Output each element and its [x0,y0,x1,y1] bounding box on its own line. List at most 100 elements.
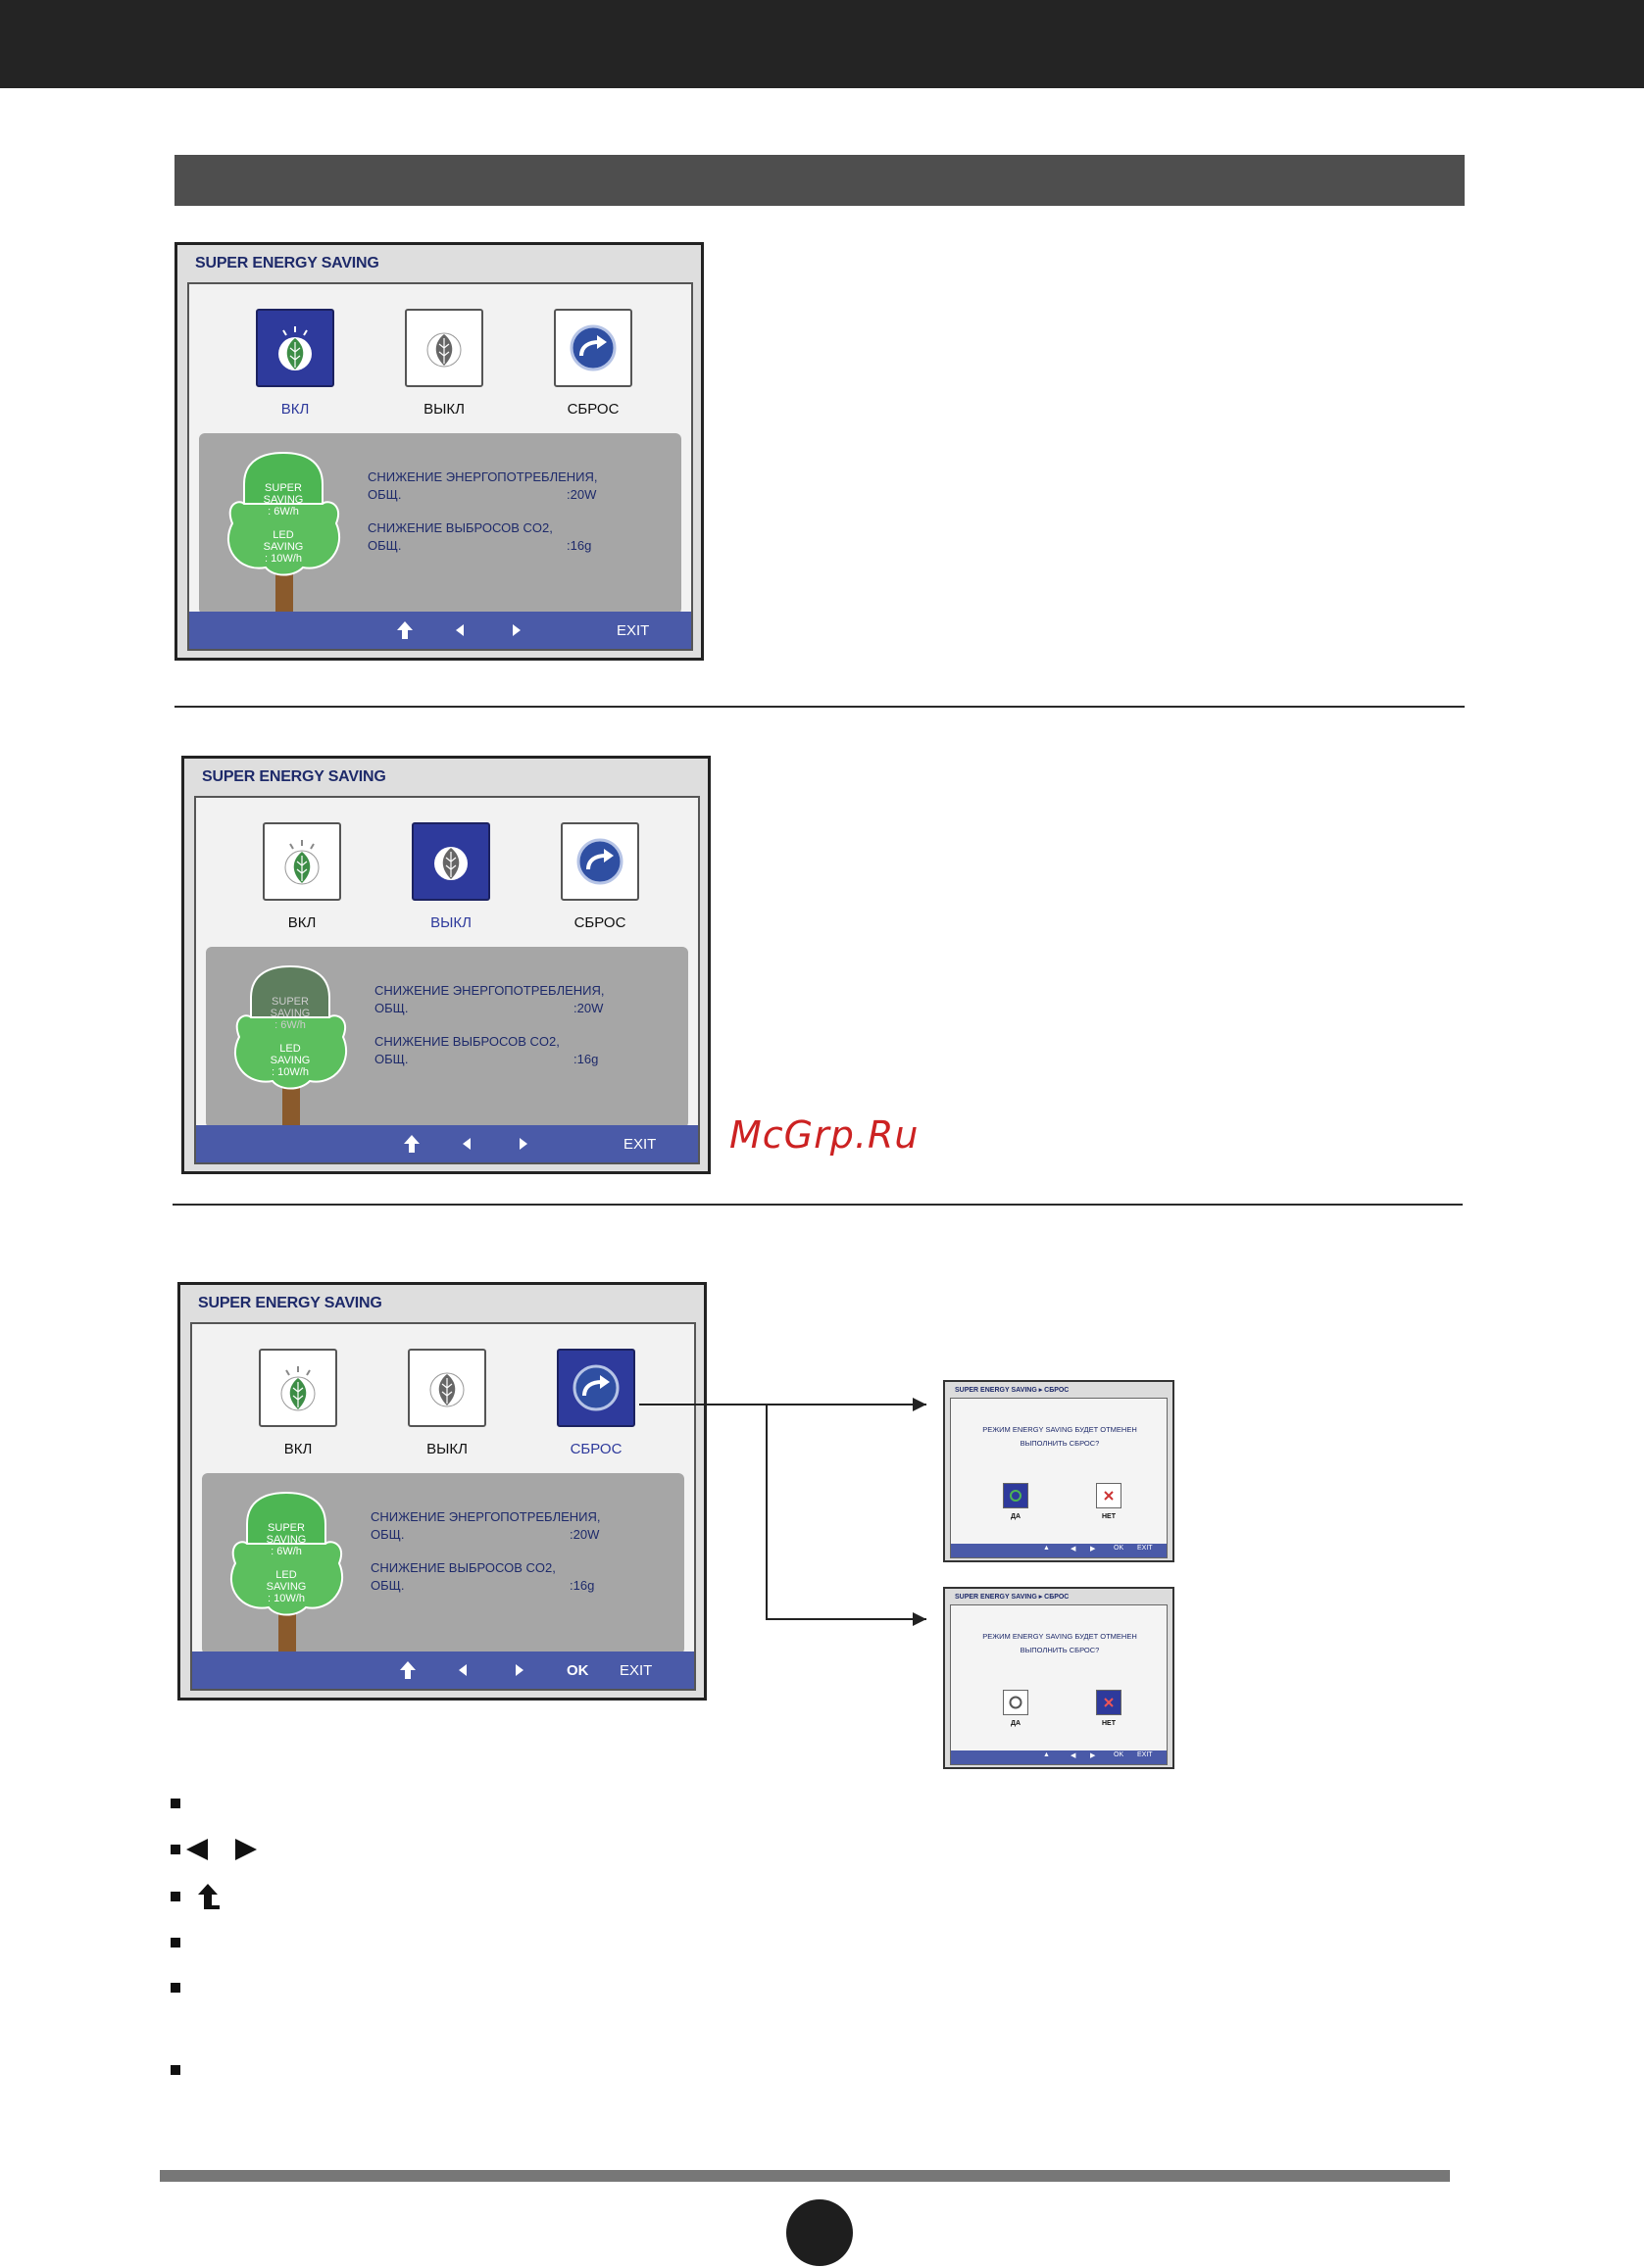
option-on[interactable]: ВКЛ [261,822,343,940]
exit-button[interactable]: EXIT [623,1135,657,1153]
up-arrow-icon[interactable] [402,1125,422,1162]
header-bar [0,0,1644,88]
osd-panel-reset: SUPER ENERGY SAVING ВКЛ ВЫКЛ [177,1282,707,1701]
bullet-4 [171,1928,180,1957]
exit-button[interactable]: EXIT [1137,1751,1153,1758]
option-on-label: ВКЛ [287,914,317,931]
osd-content: ВКЛ ВЫКЛ СБРОС [190,1322,696,1691]
dialog-title: SUPER ENERGY SAVING ▸ СБРОС [955,1594,1070,1601]
left-arrow-icon[interactable] [457,1652,469,1689]
co2-total-value: :16g [567,538,592,553]
page-number-badge [786,2199,853,2266]
ok-button[interactable]: OK [1114,1545,1124,1552]
reset-arrow-icon [554,309,632,387]
option-off[interactable]: ВЫКЛ [410,822,492,940]
up-arrow-icon[interactable] [398,1652,418,1689]
exit-button[interactable]: EXIT [1137,1545,1153,1552]
dialog-message-2: ВЫПОЛНИТЬ СБРОС? [1020,1439,1100,1448]
energy-total-label: ОБЩ. [371,1527,405,1542]
co2-total-label: ОБЩ. [368,538,402,553]
option-off-label: ВЫКЛ [423,401,465,418]
osd-title: SUPER ENERGY SAVING [198,1295,382,1311]
osd-content: ВКЛ ВЫКЛ СБРОС [194,796,700,1164]
bullet-square [171,1845,180,1854]
osd-nav-bar: OK EXIT [192,1652,694,1689]
divider [174,706,1465,708]
left-arrow-icon[interactable] [461,1125,473,1162]
left-arrow-icon[interactable] [454,612,466,649]
option-on[interactable]: ВКЛ [254,309,336,426]
bullet-up [171,1882,224,1911]
left-arrow-icon[interactable]: ◀ [1071,1752,1076,1759]
exit-button[interactable]: EXIT [620,1661,653,1679]
up-arrow-icon[interactable]: ▲ [1043,1751,1050,1758]
no-button[interactable] [1096,1690,1121,1715]
energy-total-label: ОБЩ. [374,1001,409,1015]
right-arrow-icon[interactable]: ▶ [1090,1546,1096,1553]
osd-panel-on: SUPER ENERGY SAVING ВКЛ ВЫКЛ [174,242,704,661]
yes-button[interactable] [1003,1483,1028,1508]
left-arrow-icon[interactable]: ◀ [1071,1546,1076,1553]
option-reset-label: СБРОС [567,401,620,418]
option-off-label: ВЫКЛ [426,1441,468,1457]
energy-title: СНИЖЕНИЕ ЭНЕРГОПОТРЕБЛЕНИЯ, [374,983,605,998]
option-off[interactable]: ВЫКЛ [406,1349,488,1466]
energy-total-value: :20W [570,1527,600,1542]
reset-arrow-icon [557,1349,635,1427]
bullet-1 [171,1789,180,1818]
option-off[interactable]: ВЫКЛ [403,309,485,426]
option-reset[interactable]: СБРОС [555,1349,637,1466]
co2-title: СНИЖЕНИЕ ВЫБРОСОВ CO2, [371,1560,556,1575]
energy-total-label: ОБЩ. [368,487,402,502]
option-on[interactable]: ВКЛ [257,1349,339,1466]
option-on-label: ВКЛ [280,401,310,418]
co2-total-value: :16g [573,1052,599,1066]
exit-button[interactable]: EXIT [617,621,650,639]
energy-total-value: :20W [567,487,597,502]
co2-total-label: ОБЩ. [371,1578,405,1593]
yes-button[interactable] [1003,1690,1028,1715]
leaf-on-icon [256,309,334,387]
leaf-off-icon [405,309,483,387]
dialog-message-1: РЕЖИМ ENERGY SAVING БУДЕТ ОТМЕНЕН [982,1632,1137,1641]
ok-button[interactable]: OK [567,1661,589,1679]
leaf-off-icon [408,1349,486,1427]
option-reset[interactable]: СБРОС [552,309,634,426]
dialog-nav-bar: ▲ ◀ ▶ OK EXIT [951,1750,1167,1764]
leaf-on-icon [263,822,341,901]
osd-title: SUPER ENERGY SAVING [202,768,386,785]
dialog-nav-bar: ▲ ◀ ▶ OK EXIT [951,1544,1167,1557]
co2-title: СНИЖЕНИЕ ВЫБРОСОВ CO2, [374,1034,560,1049]
section-title-bar [174,155,1465,206]
right-arrow-icon[interactable] [518,1125,529,1162]
right-arrow-icon[interactable] [514,1652,525,1689]
option-on-label: ВКЛ [283,1441,313,1457]
up-arrow-icon[interactable] [395,612,415,649]
up-arrow-icon[interactable]: ▲ [1043,1545,1050,1552]
bullet-5 [171,1973,180,2002]
dialog-content: РЕЖИМ ENERGY SAVING БУДЕТ ОТМЕНЕН ВЫПОЛН… [950,1604,1168,1765]
osd-panel-off: SUPER ENERGY SAVING ВКЛ ВЫКЛ [181,756,711,1174]
option-reset[interactable]: СБРОС [559,822,641,940]
osd-nav-bar: EXIT [189,612,691,649]
right-arrow-icon[interactable] [511,612,523,649]
dialog-message-1: РЕЖИМ ENERGY SAVING БУДЕТ ОТМЕНЕН [982,1425,1137,1434]
bullet-6 [171,2055,180,2085]
co2-total-value: :16g [570,1578,595,1593]
right-arrow-icon[interactable]: ▶ [1090,1752,1096,1759]
bullet-square [171,1983,180,1993]
bullet-square [171,1799,180,1808]
leaf-off-icon [412,822,490,901]
no-button[interactable] [1096,1483,1121,1508]
ok-button[interactable]: OK [1114,1751,1124,1758]
leaf-on-icon [259,1349,337,1427]
yes-label: ДА [1010,1513,1021,1520]
dialog-title: SUPER ENERGY SAVING ▸ СБРОС [955,1387,1070,1394]
